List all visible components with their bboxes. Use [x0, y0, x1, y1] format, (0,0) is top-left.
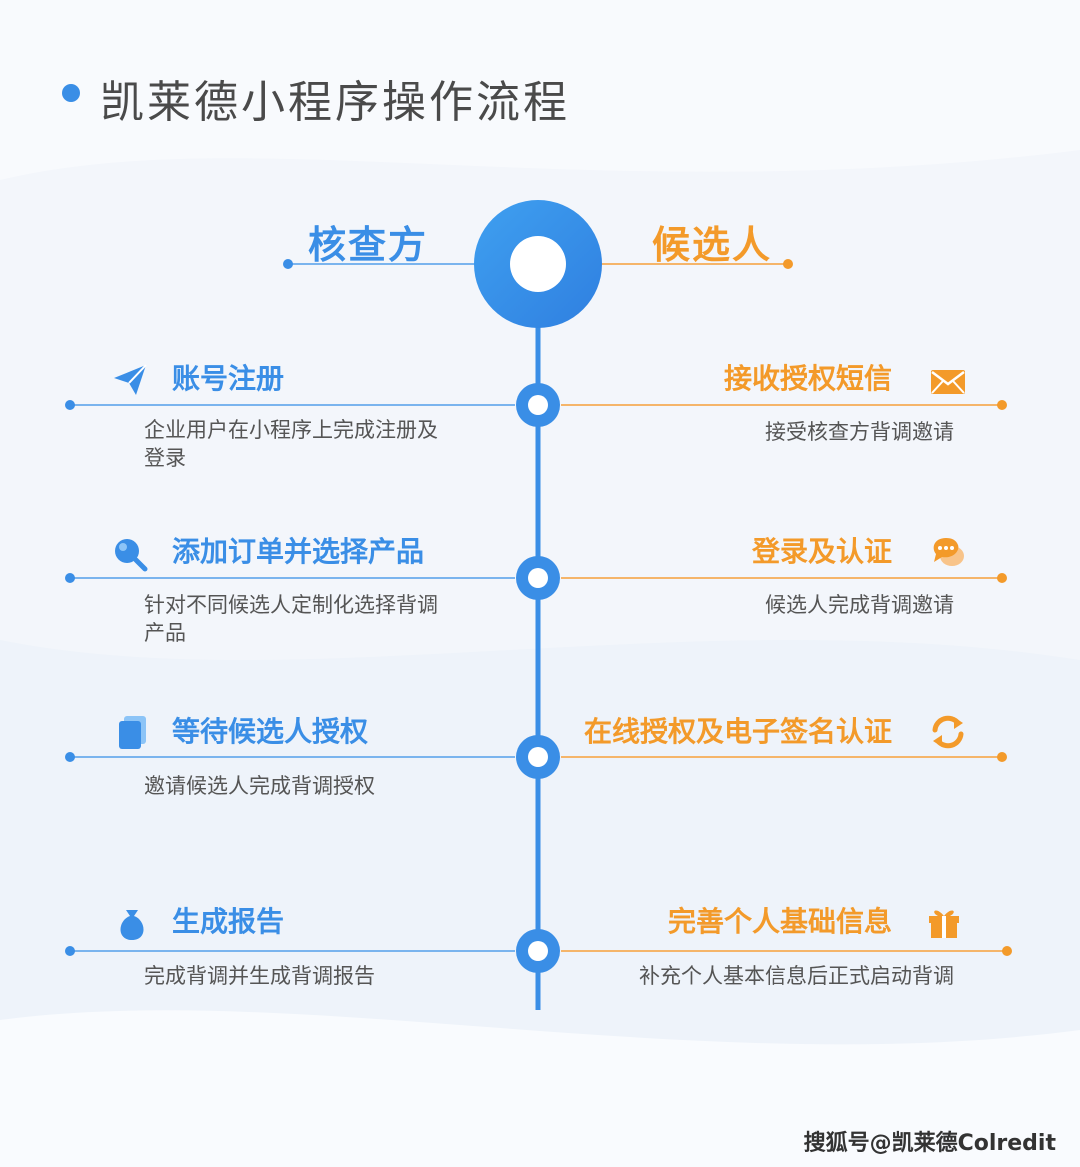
- left-step-1-desc: 企业用户在小程序上完成注册及登录: [144, 418, 438, 470]
- left-step-3-title: 等待候选人授权: [172, 715, 369, 748]
- right-step-1-desc: 接受核查方背调邀请: [765, 420, 954, 444]
- paper-plane-icon: [114, 364, 147, 395]
- search-icon: [115, 539, 148, 572]
- right-step-2-title: 登录及认证: [751, 535, 892, 568]
- step-row-2: [65, 556, 1007, 600]
- page-title: 凯莱德小程序操作流程: [100, 77, 570, 128]
- chat-bubble-icon: [933, 538, 964, 566]
- header-candidate: 候选人: [652, 223, 773, 267]
- step-row-1: [65, 383, 1007, 427]
- header-dot-left: [283, 259, 293, 269]
- gift-icon: [929, 910, 959, 938]
- envelope-icon: [931, 370, 965, 394]
- header-verifier: 核查方: [308, 223, 429, 267]
- left-step-3-desc: 邀请候选人完成背调授权: [144, 774, 375, 798]
- left-step-2-title: 添加订单并选择产品: [172, 535, 425, 568]
- document-icon: [119, 716, 146, 749]
- left-step-1-title: 账号注册: [172, 362, 285, 395]
- right-step-4-title: 完善个人基础信息: [667, 905, 892, 938]
- header-dot-right: [783, 259, 793, 269]
- watermark: 搜狐号@凯莱德Colredit: [803, 1131, 1056, 1156]
- right-step-4-desc: 补充个人基本信息后正式启动背调: [639, 964, 954, 988]
- left-step-4-desc: 完成背调并生成背调报告: [144, 964, 375, 988]
- right-step-1-title: 接收授权短信: [723, 362, 892, 395]
- left-step-4-title: 生成报告: [172, 905, 285, 938]
- refresh-icon: [932, 715, 964, 749]
- step-row-4: [65, 929, 1012, 973]
- step-row-3: [65, 735, 1007, 779]
- right-step-2-desc: 候选人完成背调邀请: [765, 593, 954, 617]
- right-step-3-title: 在线授权及电子签名认证: [583, 715, 892, 748]
- title-bullet: [62, 84, 80, 102]
- money-bag-icon: [120, 910, 144, 940]
- left-step-2-desc: 针对不同候选人定制化选择背调产品: [144, 593, 438, 645]
